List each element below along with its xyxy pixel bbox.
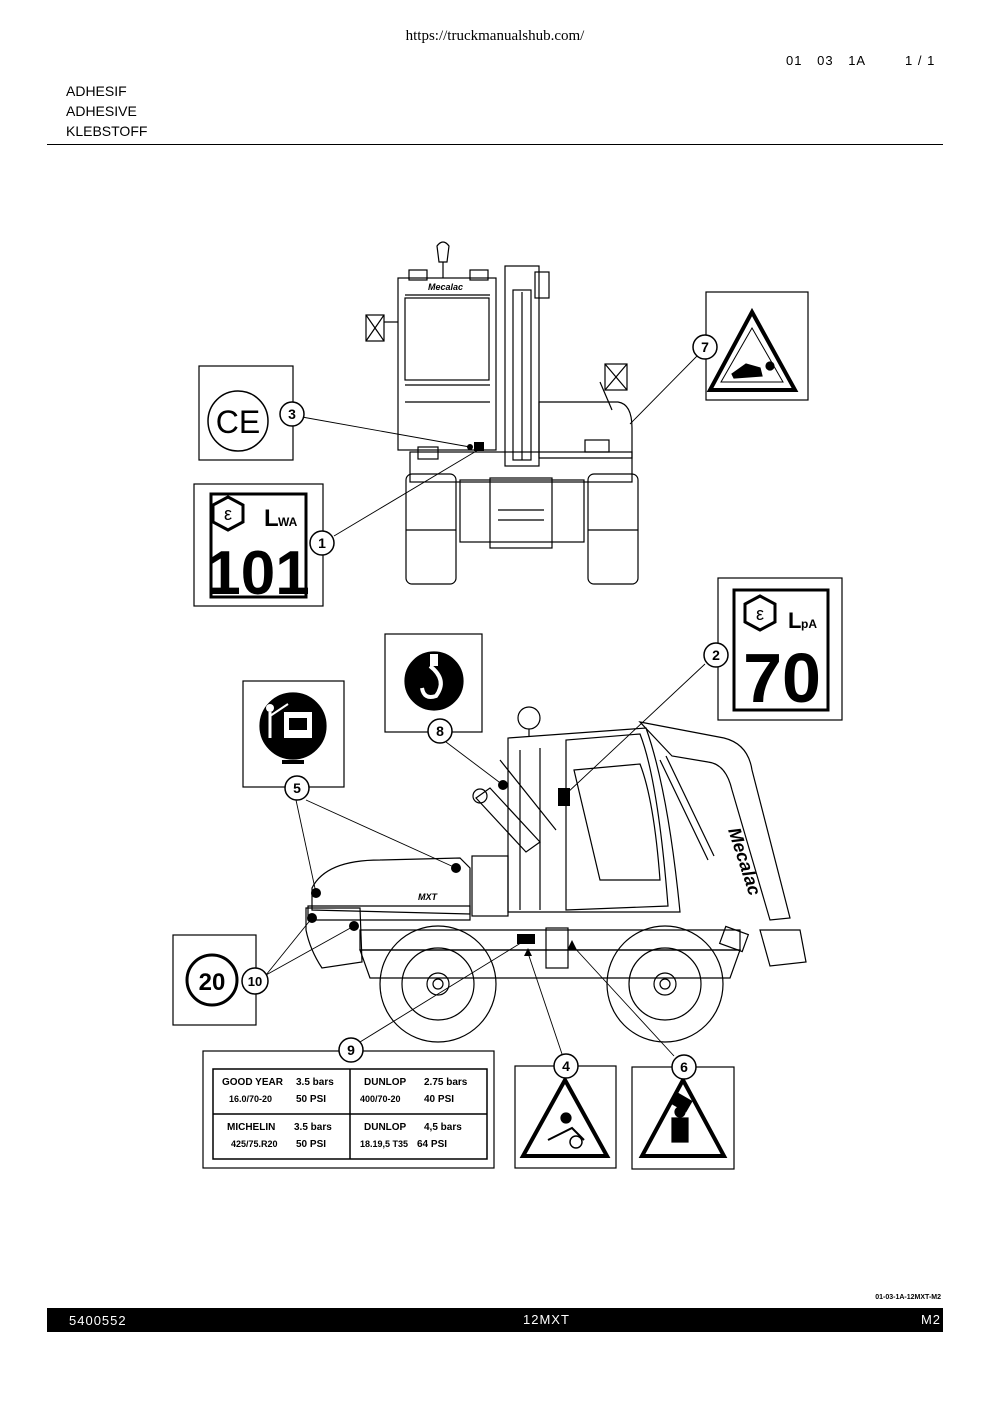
tire-brand: DUNLOP (364, 1122, 407, 1133)
svg-text:ε: ε (224, 504, 232, 524)
tire-brand: DUNLOP (364, 1077, 407, 1088)
tire-psi: 50 PSI (296, 1139, 326, 1150)
lwa-subscript: WA (278, 515, 298, 529)
decal-9-tire-pressure (202, 1050, 495, 1169)
page-number: 1 / 1 (905, 53, 936, 68)
decal-7-crush-warning (705, 291, 809, 401)
tire-psi: 50 PSI (296, 1094, 326, 1105)
speed-limit-value: 20 (199, 969, 226, 996)
decal-5-stop-engine (242, 680, 345, 788)
tire-table-text: GOOD YEAR 3.5 bars 16.0/70-20 50 PSI DUN… (222, 1077, 468, 1150)
callout-8: 8 (436, 723, 444, 739)
footer-bar: 5400552 12MXT M2 (47, 1308, 943, 1332)
ref-section: 03 (817, 53, 834, 68)
lpa-subscript: pA (801, 617, 817, 631)
tire-pressure: 3.5 bars (294, 1122, 332, 1133)
decal-3-ce: CE (198, 365, 294, 461)
tire-size: 400/70-20 (360, 1094, 401, 1104)
lwa-value: 101 (206, 539, 309, 608)
decal-1-sound-power: ε L WA 101 (193, 483, 324, 608)
title-fr: ADHESIF (66, 83, 127, 99)
drawing-reference: 01-03-1A-12MXT-M2 (875, 1294, 941, 1301)
decal-4-entanglement-warning (514, 1065, 617, 1169)
tire-size: 425/75.R20 (231, 1139, 278, 1149)
tire-brand: MICHELIN (227, 1122, 275, 1133)
decal-6-falling-object-warning (631, 1066, 735, 1170)
callout-9: 9 (347, 1042, 355, 1058)
tire-pressure: 3.5 bars (296, 1077, 334, 1088)
tire-pressure: 2.75 bars (424, 1077, 468, 1088)
side-model-badge: MXT (418, 892, 439, 902)
callout-7: 7 (701, 339, 709, 355)
tire-psi: 40 PSI (424, 1094, 454, 1105)
ref-sheet: 1A (848, 53, 867, 68)
callout-5: 5 (293, 780, 301, 796)
front-brand-logo: Mecalac (428, 282, 463, 292)
callout-10: 10 (248, 974, 262, 989)
lpa-value: 70 (743, 639, 821, 717)
leader-lines (265, 354, 706, 1057)
tire-size: 18.19,5 T35 (360, 1139, 408, 1149)
callout-circles (241, 334, 729, 1080)
footer-code: M2 (920, 1312, 941, 1327)
title-en: ADHESIVE (66, 103, 137, 119)
lpa-letter: L (788, 608, 801, 633)
callout-6: 6 (680, 1059, 688, 1075)
document-reference: 01 03 1A (786, 53, 876, 68)
ce-mark: CE (216, 404, 260, 440)
footer-part-number: 5400552 (69, 1313, 127, 1328)
callout-3: 3 (288, 406, 296, 422)
machine-front-view: Mecalac (365, 241, 639, 585)
lwa-letter: L (264, 505, 279, 532)
decal-2-sound-pressure: ε L pA 70 (717, 577, 843, 721)
footer-model: 12MXT (523, 1312, 570, 1327)
source-url[interactable]: https://truckmanualshub.com/ (405, 28, 585, 44)
title-de: KLEBSTOFF (66, 123, 148, 139)
svg-text:ε: ε (756, 604, 764, 624)
ref-chapter: 01 (786, 53, 803, 68)
boom-brand-logo: Mecalac (724, 825, 765, 898)
decal-8-lifting-hook (384, 633, 483, 733)
header-divider (47, 144, 943, 145)
tire-pressure: 4,5 bars (424, 1122, 462, 1133)
callout-4: 4 (562, 1058, 570, 1074)
callout-1: 1 (318, 535, 326, 551)
page-titles: ADHESIF ADHESIVE KLEBSTOFF (66, 81, 147, 141)
machine-side-view: Mecalac MXT (305, 706, 807, 1043)
callout-2: 2 (712, 647, 720, 663)
tire-psi: 64 PSI (417, 1139, 447, 1150)
tire-size: 16.0/70-20 (229, 1094, 272, 1104)
tire-brand: GOOD YEAR (222, 1077, 284, 1088)
